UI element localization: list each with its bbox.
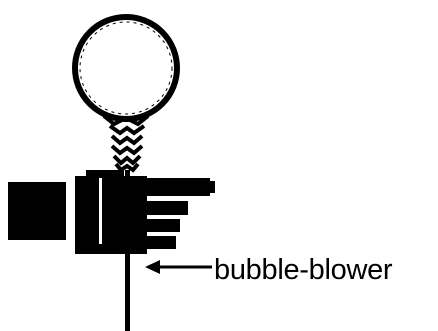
- bubble-wand-ring-icon: [75, 17, 177, 119]
- sleeve-cuff: [8, 182, 66, 240]
- wand-handle: [125, 170, 130, 331]
- pointing-hand-icon: [75, 170, 215, 254]
- twisted-wire-neck: [104, 116, 148, 170]
- arrow-left-icon: [145, 260, 212, 274]
- callout-label: bubble-blower: [214, 254, 392, 286]
